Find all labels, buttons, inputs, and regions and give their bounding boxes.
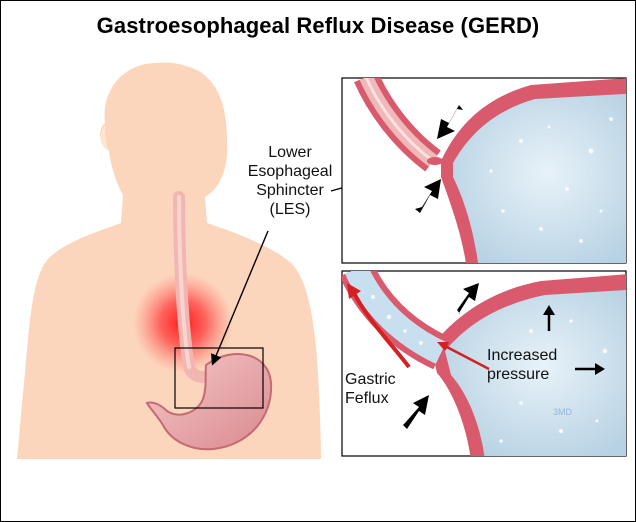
diagram-title: Gastroesophageal Reflux Disease (GERD) — [96, 13, 540, 38]
reflux-arrow-main-head — [347, 283, 361, 299]
reflux-arrow-main — [351, 290, 411, 369]
pressure-label-line: pressure — [487, 366, 550, 383]
reflux-arrow-inner — [442, 343, 490, 371]
reflux-arrow-inner-head — [437, 342, 449, 351]
gastric-reflux-label: Gastric Feflux — [345, 370, 411, 408]
increased-pressure-label: Increased pressure — [487, 346, 583, 384]
les-label-line: (LES) — [269, 201, 311, 218]
human-silhouette — [17, 62, 321, 460]
pressure-arrows — [403, 283, 605, 429]
les-label-line: Sphincter — [256, 182, 324, 199]
les-squeeze-arrows — [415, 105, 463, 213]
les-label-line: Lower — [268, 144, 312, 161]
reflux-label-line: Feflux — [345, 390, 389, 407]
reflux-panel — [341, 270, 627, 457]
stomach — [145, 353, 273, 451]
normal-les-panel — [341, 77, 627, 264]
les-pointer-arrow — [211, 230, 269, 366]
watermark: 3MD — [553, 407, 573, 417]
les-label-line: Esophageal — [247, 163, 333, 180]
reflux-label-line: Gastric — [345, 371, 396, 388]
pressure-label-line: Increased — [487, 347, 558, 364]
les-label: Lower Esophageal Sphincter (LES) — [229, 143, 351, 219]
